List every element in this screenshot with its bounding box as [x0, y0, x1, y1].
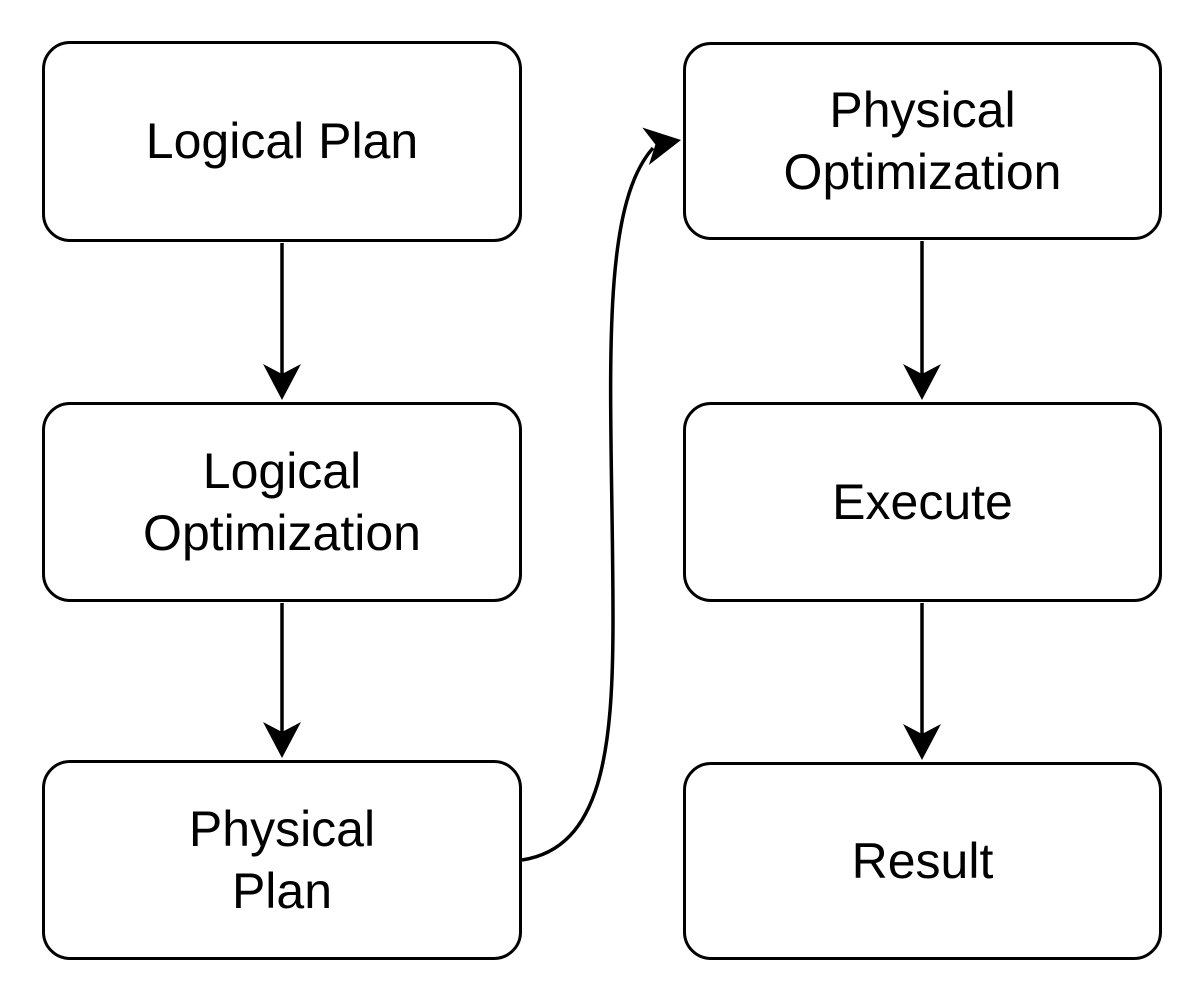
node-result: Result [683, 762, 1162, 960]
node-physical-optimization: Physical Optimization [683, 42, 1162, 240]
node-logical-optimization-label: Logical Optimization [143, 442, 421, 562]
node-execute: Execute [683, 402, 1162, 602]
arrow-execute-to-result [903, 603, 941, 760]
node-physical-plan-label: Physical Plan [188, 800, 376, 920]
arrow-logical-plan-to-logical-optimization [263, 243, 301, 400]
node-logical-optimization: Logical Optimization [42, 402, 522, 602]
node-physical-plan: Physical Plan [42, 760, 522, 960]
node-physical-optimization-label: Physical Optimization [783, 81, 1062, 201]
arrow-physical-optimization-to-execute [903, 241, 941, 400]
arrow-logical-optimization-to-physical-plan [263, 603, 301, 758]
node-result-label: Result [851, 832, 994, 889]
node-logical-plan-label: Logical Plan [145, 113, 419, 170]
arrow-physical-plan-to-physical-optimization [521, 127, 681, 862]
node-execute-label: Execute [832, 473, 1013, 530]
node-logical-plan: Logical Plan [42, 41, 522, 242]
